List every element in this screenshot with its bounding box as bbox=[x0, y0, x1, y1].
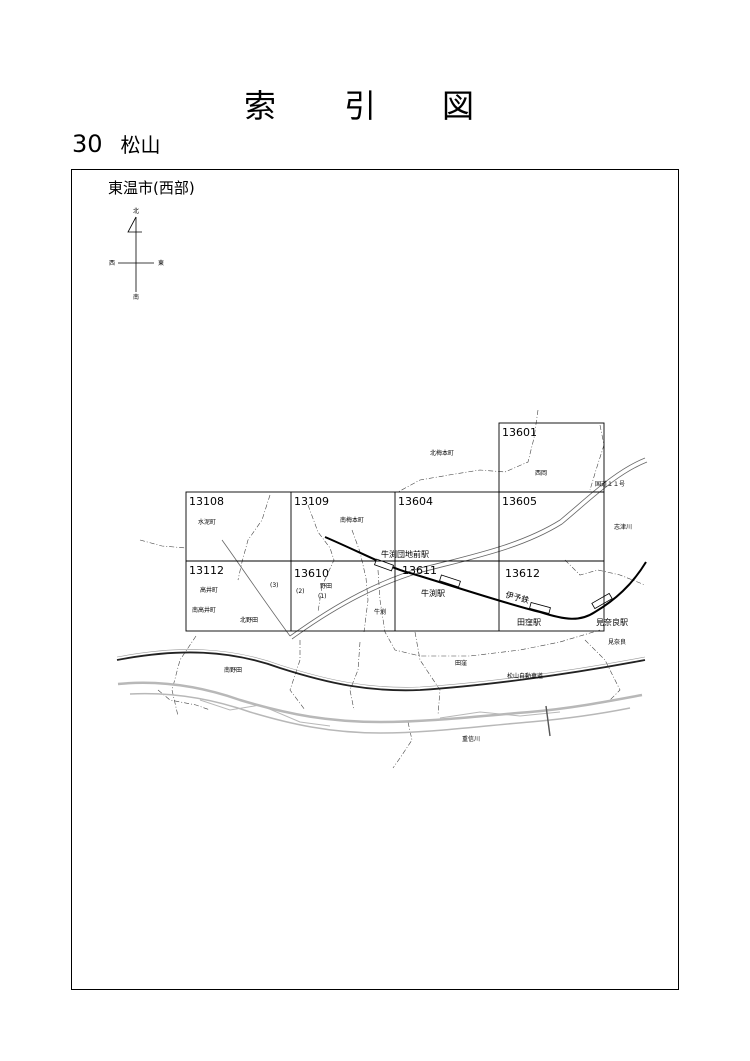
compass-west: 西 bbox=[109, 260, 115, 267]
sheet-13611: 13611 bbox=[402, 564, 437, 577]
place-minamiumemoto: 南梅本町 bbox=[340, 516, 364, 524]
title-char-1: 索 bbox=[244, 87, 277, 125]
place-nishioka: 西岡 bbox=[535, 470, 547, 477]
boundary-lines bbox=[139, 409, 646, 769]
sheet-13610: 13610 bbox=[294, 567, 329, 580]
section-number: 30 bbox=[72, 130, 103, 158]
place-takubo: 田窪 bbox=[455, 659, 467, 667]
station-marker-minara bbox=[591, 592, 613, 610]
map-frame bbox=[71, 169, 679, 990]
place-route11: 国道１１号 bbox=[595, 480, 625, 488]
area-name: 東温市(西部) bbox=[108, 179, 195, 197]
route-11 bbox=[221, 457, 648, 640]
station-marker-ushibuchi bbox=[439, 574, 461, 588]
city-name: 松山 bbox=[120, 133, 161, 157]
sheet-13612: 13612 bbox=[505, 567, 540, 580]
place-n3: (3) bbox=[270, 582, 279, 589]
place-mizunashi: 水泥町 bbox=[198, 518, 216, 526]
compass-rose: 北 南 東 西 bbox=[109, 207, 164, 301]
place-minara: 見奈良 bbox=[608, 638, 626, 646]
compass-east: 東 bbox=[158, 259, 164, 267]
station-marker-takubo bbox=[529, 602, 551, 614]
place-names: 北梅本町 西岡 国道１１号 水泥町 南梅本町 志津川 高井町 南高井町 北野田 … bbox=[192, 449, 632, 743]
station-marker-danchimae bbox=[374, 558, 394, 572]
place-kitaumemoto: 北梅本町 bbox=[430, 449, 454, 457]
place-n1: (1) bbox=[318, 593, 327, 600]
station-names: 牛渕団地前駅 牛渕駅 田窪駅 見奈良駅 bbox=[381, 549, 628, 627]
sheet-13109: 13109 bbox=[294, 495, 329, 508]
station-danchimae: 牛渕団地前駅 bbox=[381, 549, 429, 559]
place-kitanoda: 北野田 bbox=[240, 616, 258, 624]
place-expressway: 松山自動車道 bbox=[507, 672, 543, 680]
title-char-3: 図 bbox=[442, 87, 475, 125]
place-minamitakai: 南高井町 bbox=[192, 606, 216, 614]
compass-south: 南 bbox=[133, 293, 139, 301]
iyo-railway bbox=[324, 536, 647, 620]
sheet-13604: 13604 bbox=[398, 495, 433, 508]
place-shitsugawa: 志津川 bbox=[614, 523, 632, 531]
station-minara: 見奈良駅 bbox=[596, 617, 628, 627]
expressway bbox=[116, 649, 646, 692]
sheet-labels: 13601 13108 13109 13604 13605 13112 1361… bbox=[189, 426, 540, 580]
sheet-13605: 13605 bbox=[502, 495, 537, 508]
title-char-2: 引 bbox=[344, 87, 377, 125]
page-title: 索 引 図 bbox=[0, 86, 750, 130]
shigenobu-river bbox=[117, 681, 643, 737]
place-shigenobu: 重信川 bbox=[462, 735, 480, 743]
place-minaminoda: 南野田 bbox=[224, 666, 242, 674]
station-takubo: 田窪駅 bbox=[517, 617, 541, 627]
section-heading: 30 松山 bbox=[72, 128, 161, 161]
place-noda: 野田 bbox=[320, 582, 332, 590]
place-n2: (2) bbox=[296, 588, 305, 595]
sheet-13601: 13601 bbox=[502, 426, 537, 439]
place-takai: 高井町 bbox=[200, 586, 218, 594]
sheet-13112: 13112 bbox=[189, 564, 224, 577]
compass-north: 北 bbox=[133, 207, 139, 215]
sheet-grid bbox=[185, 422, 605, 632]
sheet-13108: 13108 bbox=[189, 495, 224, 508]
place-ushibuchi: 牛渕 bbox=[374, 608, 386, 616]
station-ushibuchi: 牛渕駅 bbox=[421, 588, 445, 598]
